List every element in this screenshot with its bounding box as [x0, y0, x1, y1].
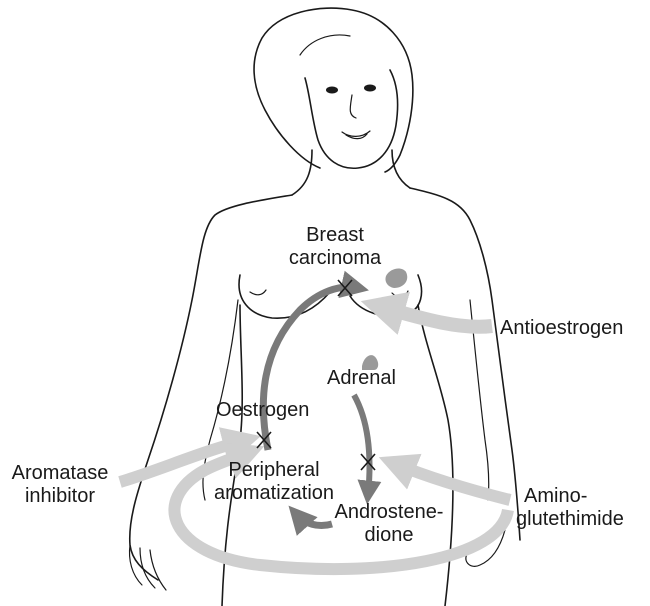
label-peripheral-aromatization-2: aromatization — [214, 482, 334, 504]
label-androstenedione-2: dione — [365, 524, 414, 546]
label-antioestrogen: Antioestrogen — [500, 317, 623, 339]
left-hand — [130, 545, 167, 590]
label-adrenal: Adrenal — [327, 367, 396, 389]
breast-tumour — [385, 269, 407, 288]
label-androstenedione-1: Androstene- — [335, 501, 444, 523]
right-nipple — [392, 291, 408, 297]
androstenedione-to-peripheral-arrow — [296, 514, 332, 526]
label-aminoglutethimide-2: glutethimide — [516, 508, 624, 530]
face-outline — [305, 70, 398, 168]
body-figure — [130, 8, 521, 606]
adrenal-to-androstenedione-arrow — [354, 395, 369, 495]
label-aminoglutethimide-1: Amino- — [524, 485, 587, 507]
neck-right — [392, 150, 410, 188]
hair-strand — [300, 35, 350, 55]
right-eye — [364, 85, 376, 92]
labels: Breast carcinoma Antioestrogen Adrenal O… — [12, 224, 624, 546]
left-eye — [326, 87, 338, 94]
label-aromatase-inhibitor-2: inhibitor — [25, 485, 95, 507]
label-aromatase-inhibitor-1: Aromatase — [12, 462, 109, 484]
label-oestrogen: Oestrogen — [216, 399, 309, 421]
aminoglutethimide-adrenal-arrow — [393, 463, 510, 500]
left-nipple — [250, 290, 266, 295]
label-breast-carcinoma-1: Breast — [306, 224, 364, 246]
label-peripheral-aromatization-1: Peripheral — [228, 459, 319, 481]
nose — [350, 95, 356, 118]
label-breast-carcinoma-2: carcinoma — [289, 247, 382, 269]
antioestrogen-arrow — [378, 306, 492, 327]
